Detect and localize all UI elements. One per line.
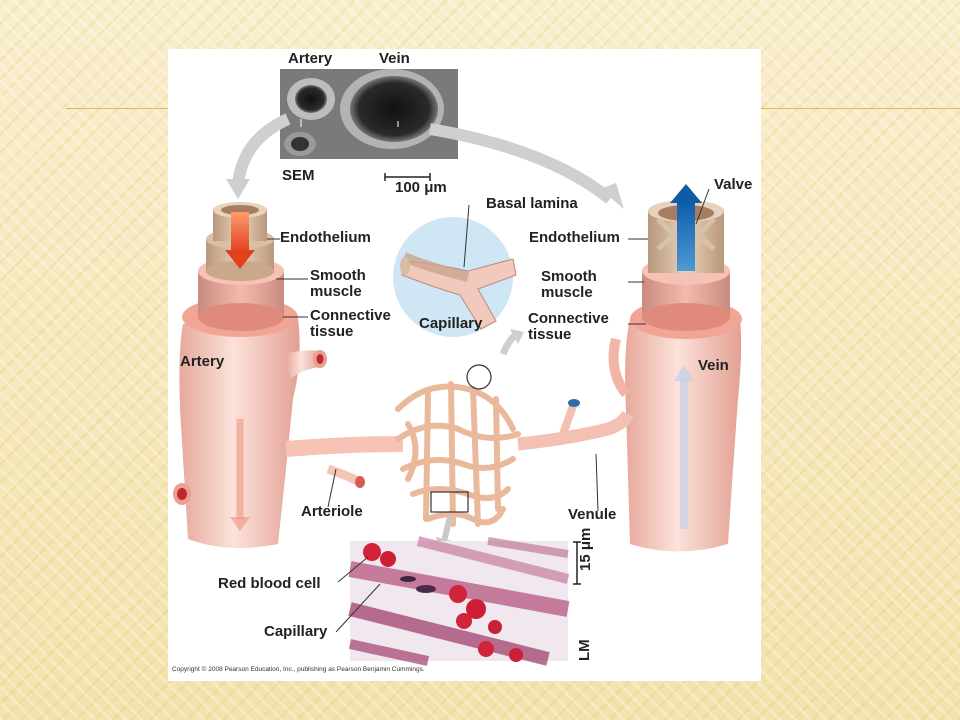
blood-vessel-diagram <box>173 69 742 666</box>
sem-micrograph <box>280 69 458 159</box>
label-valve: Valve <box>714 176 753 193</box>
label-endothelium-artery: Endothelium <box>280 229 371 246</box>
artery-illustration <box>173 202 327 548</box>
label-connective-tissue-artery: Connective tissue <box>310 307 391 340</box>
artery-flow-arrow <box>231 212 249 252</box>
copyright-text: Copyright © 2008 Pearson Education, Inc.… <box>172 666 425 673</box>
vein-flow-arrow <box>677 201 695 271</box>
figure-panel: Artery Vein SEM 100 μm Endothelium Smoot… <box>168 49 761 681</box>
sem-to-vein-arrow <box>428 123 614 204</box>
capillary-inset <box>393 217 517 337</box>
label-sem-artery: Artery <box>288 50 333 67</box>
label-vein: Vein <box>698 357 729 374</box>
label-capillary-inset: Capillary <box>419 315 483 332</box>
lm-micrograph <box>348 536 570 666</box>
label-smooth-muscle-artery: Smooth muscle <box>310 267 366 300</box>
vein-illustration <box>608 184 742 552</box>
label-lm-scale: 15 μm <box>577 527 594 571</box>
sem-to-artery-arrow <box>232 113 291 185</box>
label-sem-vein: Vein <box>379 50 410 67</box>
label-arteriole: Arteriole <box>301 503 363 520</box>
label-lm: LM <box>576 639 593 661</box>
label-artery: Artery <box>180 353 225 370</box>
label-basal-lamina: Basal lamina <box>486 195 578 212</box>
label-connective-tissue-vein: Connective tissue <box>528 310 609 343</box>
label-endothelium-vein: Endothelium <box>529 229 620 246</box>
leader-lines <box>267 188 710 633</box>
label-red-blood-cell: Red blood cell <box>218 575 321 592</box>
label-sem-scale: 100 μm <box>395 179 447 196</box>
label-smooth-muscle-vein: Smooth muscle <box>541 268 597 301</box>
label-capillary-lm: Capillary <box>264 623 328 640</box>
label-sem: SEM <box>282 167 315 184</box>
label-venule: Venule <box>568 506 617 523</box>
capillary-bed <box>285 329 634 552</box>
